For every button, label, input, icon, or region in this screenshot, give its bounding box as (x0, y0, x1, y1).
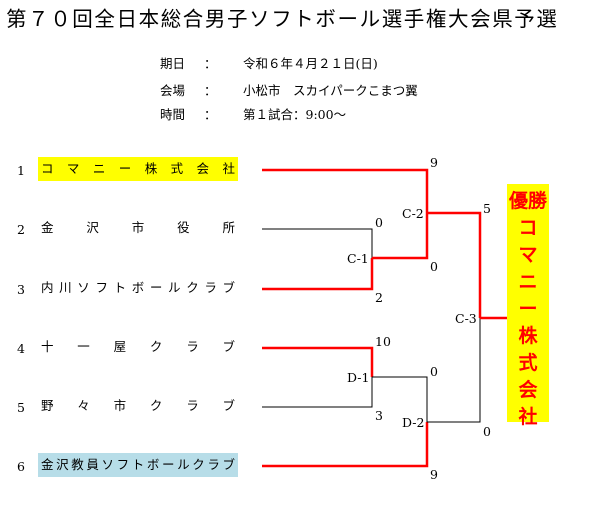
champion-char: ー (518, 297, 538, 320)
line-d1-bottom (262, 377, 373, 408)
team-6: 金沢教員ソフトボールクラブ (38, 453, 238, 477)
date-label: 期日 (160, 56, 186, 71)
champion-char: 株 (518, 324, 538, 347)
score-d1-bottom: 3 (375, 408, 383, 423)
score-d2-top: 0 (430, 364, 438, 379)
seed-3: 3 (17, 282, 25, 297)
venue-label: 会場 (160, 83, 186, 98)
match-label-d2: D-2 (402, 415, 425, 430)
line-d2-bottom (262, 422, 429, 468)
score-c2-top: 9 (430, 155, 438, 170)
champion-char: マ (518, 243, 538, 266)
time-colon: ： (204, 107, 217, 122)
score-c1-top: 0 (375, 215, 383, 230)
seed-5: 5 (17, 400, 25, 415)
match-label-c2: C-2 (402, 206, 424, 221)
line-c1-bottom (262, 258, 374, 291)
page-title: 第７０回全日本総合男子ソフトボール選手権大会県予選 (6, 7, 559, 31)
score-d1-top: 10 (375, 334, 391, 349)
date-value: 令和６年４月２１日(日) (243, 56, 378, 71)
venue-colon: ： (204, 83, 217, 98)
team-3: 内川ソフトボールクラブ (41, 280, 235, 295)
seed-1: 1 (17, 163, 25, 178)
line-c1-top (262, 228, 373, 258)
team-5: 野々市クラブ (41, 398, 235, 413)
line-d2-out (427, 318, 481, 423)
score-d2-bottom: 9 (430, 467, 438, 482)
time-label: 時間 (160, 107, 186, 122)
champion-label: 優勝 (508, 190, 547, 212)
champion-char: 式 (518, 351, 538, 374)
time-value: 第１試合：9:00～ (243, 107, 347, 122)
score-c3-top: 5 (483, 201, 491, 216)
team-4: 十一屋クラブ (41, 339, 235, 354)
line-c1-out (372, 213, 429, 260)
seed-2: 2 (17, 222, 25, 237)
match-label-d1: D-1 (347, 370, 370, 385)
score-c2-bottom: 0 (430, 259, 438, 274)
champion-char: 社 (518, 405, 538, 428)
match-label-c1: C-1 (347, 251, 369, 266)
score-c1-bottom: 2 (375, 290, 383, 305)
seed-4: 4 (17, 341, 25, 356)
champion-char: ニ (518, 270, 538, 293)
line-c2-out (427, 211, 482, 318)
team-2: 金沢市役所 (41, 220, 235, 235)
champion-box: 優勝 コ マ ニ ー 株 式 会 社 (507, 184, 549, 428)
team-1: コマニー株式会社 (38, 157, 238, 181)
date-colon: ： (204, 56, 217, 71)
line-c2-top (262, 168, 429, 213)
line-d1-out (372, 376, 428, 422)
match-label-c3: C-3 (455, 311, 477, 326)
champion-char: 会 (518, 378, 538, 401)
seed-6: 6 (17, 459, 25, 474)
score-c3-bottom: 0 (483, 424, 491, 439)
venue-value: 小松市 スカイパークこまつ翼 (243, 83, 418, 98)
line-d1-top (262, 346, 374, 377)
champion-char: コ (518, 216, 538, 239)
